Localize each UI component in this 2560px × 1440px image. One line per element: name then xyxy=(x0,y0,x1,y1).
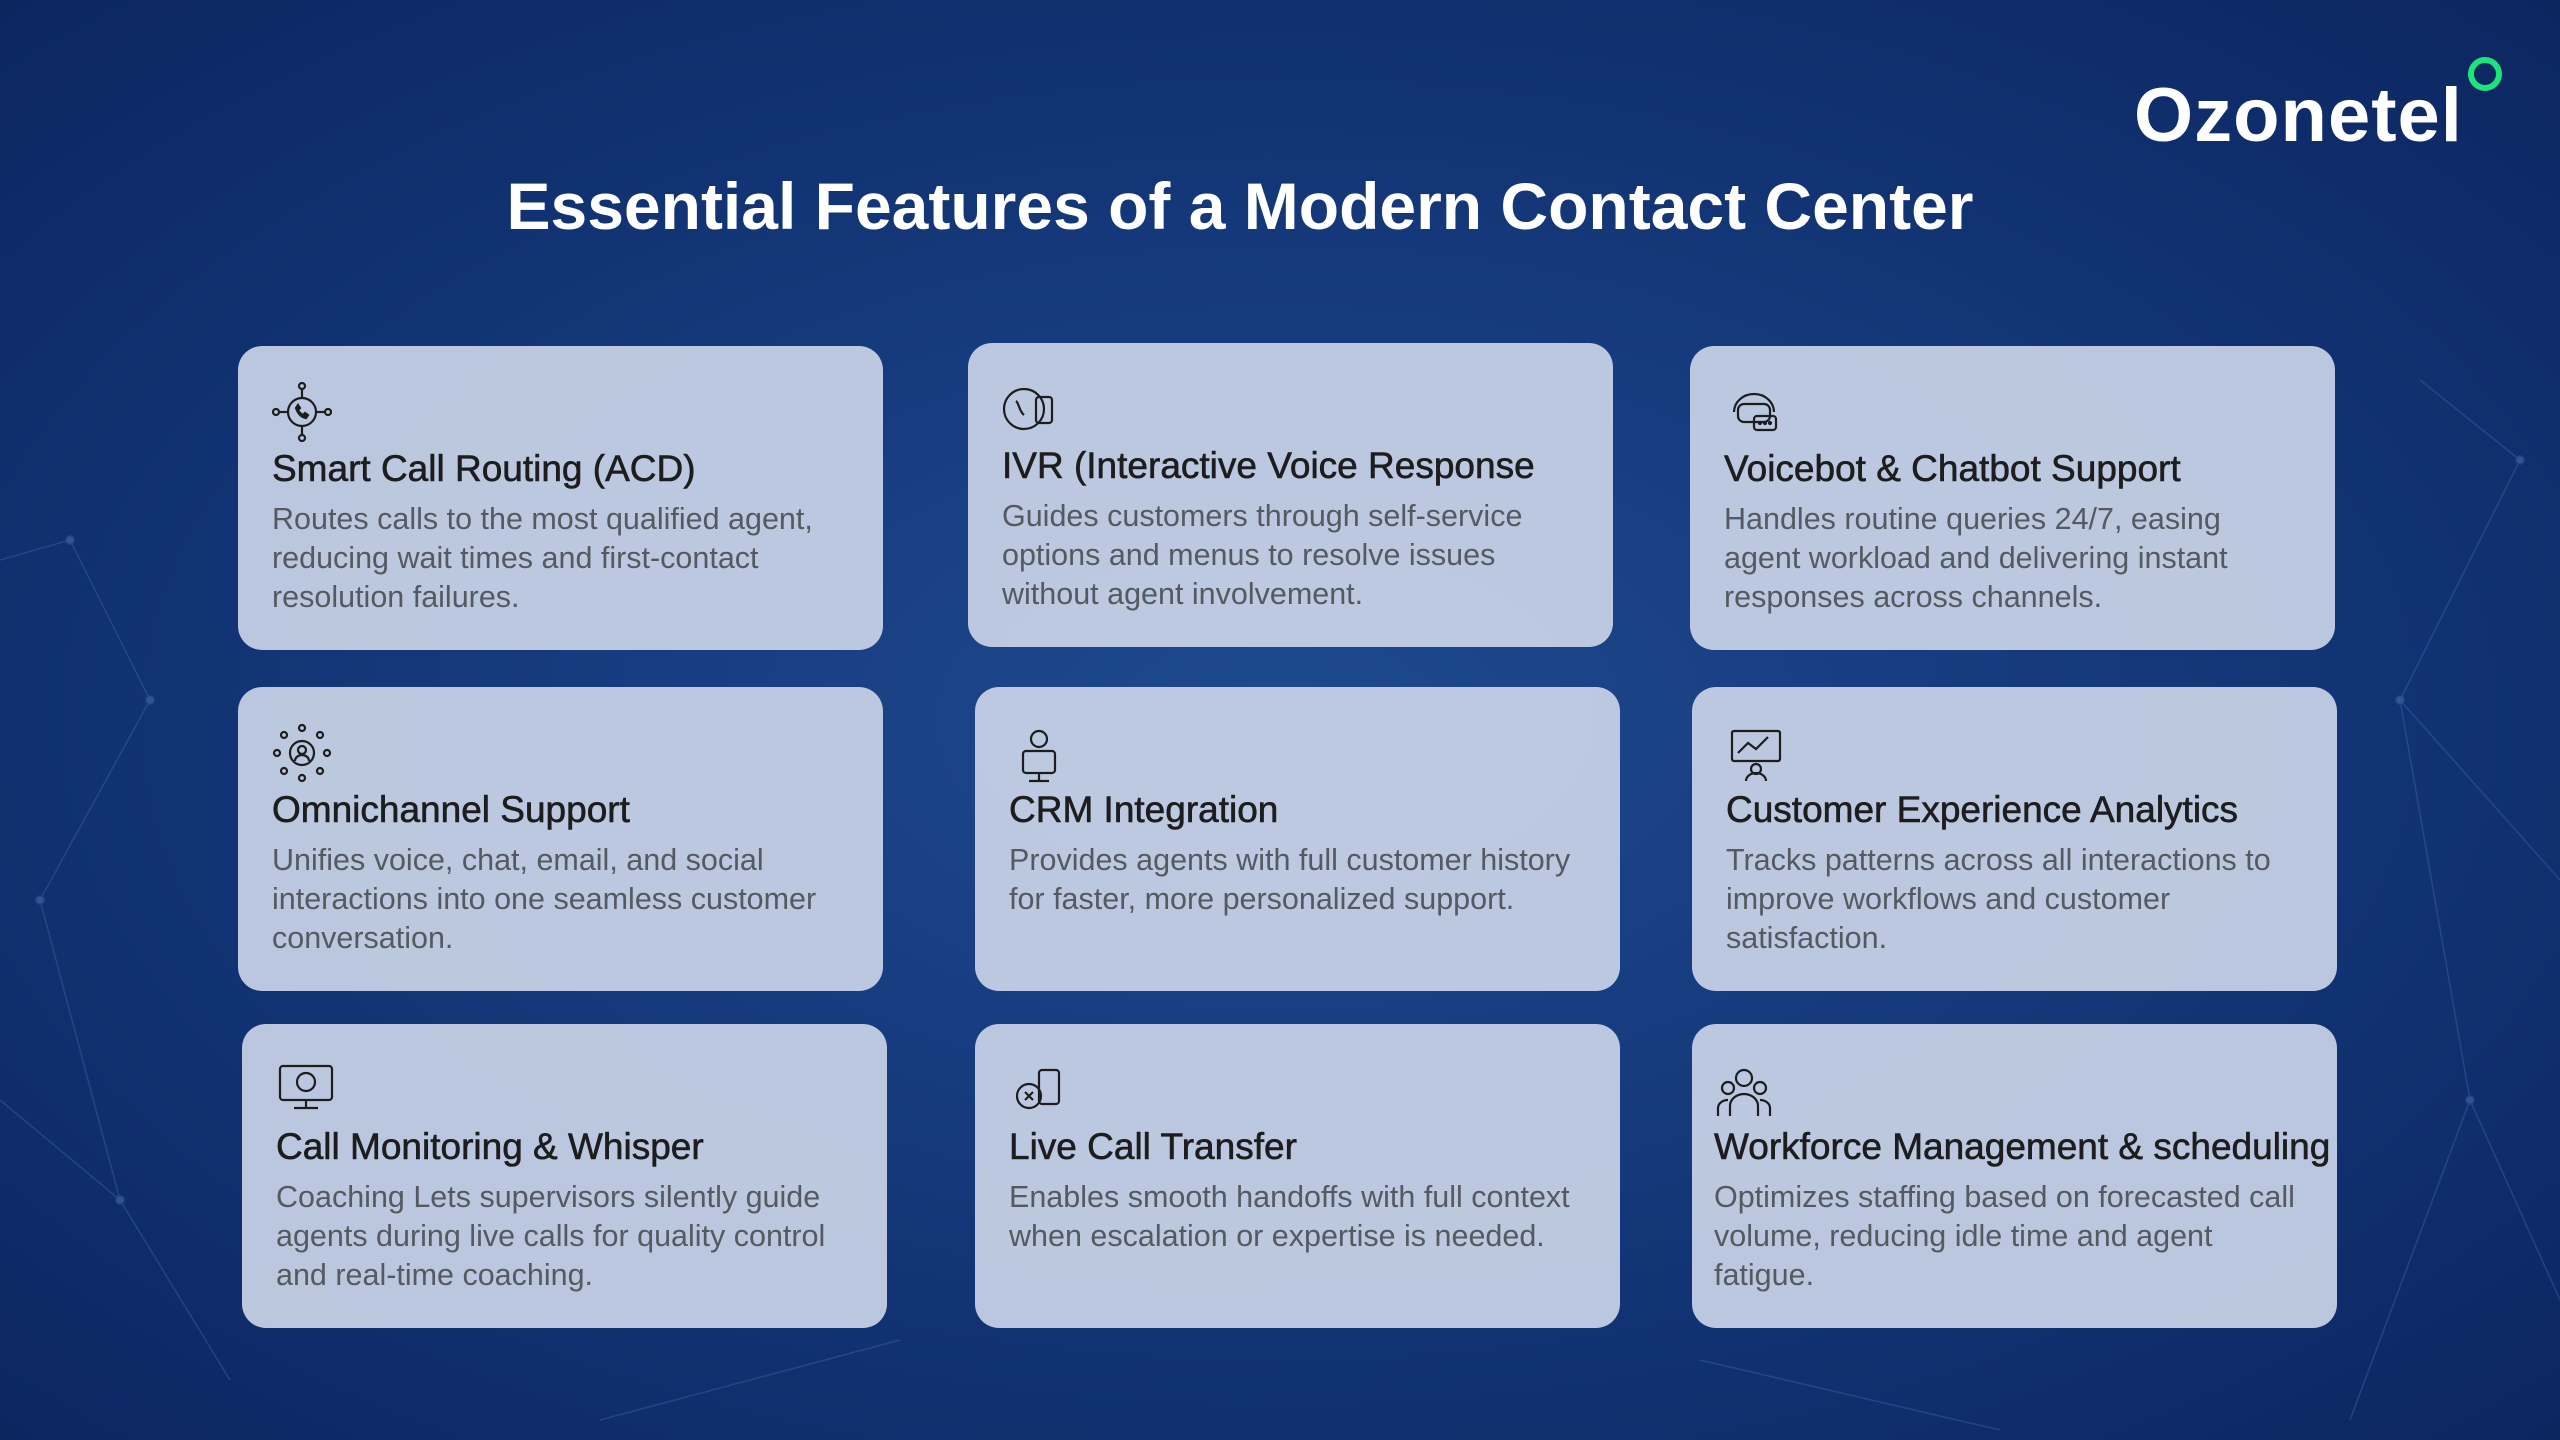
feature-title: Workforce Management & scheduling xyxy=(1714,1126,2331,1168)
feature-title: IVR (Interactive Voice Response xyxy=(1002,445,1535,487)
feature-title: Voicebot & Chatbot Support xyxy=(1724,448,2181,490)
feature-description: Enables smooth handoffs with full contex… xyxy=(1009,1180,1570,1253)
feature-title: Omnichannel Support xyxy=(272,789,630,831)
feature-description: Tracks patterns across all interactions … xyxy=(1726,843,2271,955)
feature-description: Provides agents with full customer histo… xyxy=(1009,843,1571,916)
feature-title: Customer Experience Analytics xyxy=(1726,789,2239,831)
feature-description: Unifies voice, chat, email, and social i… xyxy=(272,843,817,955)
analytics-icon xyxy=(1730,729,1782,782)
feature-title: Live Call Transfer xyxy=(1009,1126,1297,1168)
feature-description: Handles routine queries 24/7, easing age… xyxy=(1724,502,2228,614)
omnichannel-icon xyxy=(272,723,332,783)
workforce-icon xyxy=(1716,1068,1772,1116)
feature-description: Routes calls to the most qualified agent… xyxy=(272,502,813,614)
call-routing-icon xyxy=(272,382,332,442)
feature-description: Guides customers through self-service op… xyxy=(1002,499,1523,611)
chatbot-icon xyxy=(1732,392,1778,432)
call-transfer-icon xyxy=(1015,1068,1061,1110)
ivr-phone-icon xyxy=(1002,387,1054,431)
feature-description: Coaching Lets supervisors silently guide… xyxy=(276,1180,826,1292)
feature-card: Smart Call Routing (ACD) Routes calls to … xyxy=(238,346,883,650)
feature-title: Smart Call Routing (ACD) xyxy=(272,448,696,490)
ozonetel-logo: Ozonetel xyxy=(2134,73,2463,158)
feature-title: CRM Integration xyxy=(1009,789,1279,831)
feature-description: Optimizes staffing based on forecasted c… xyxy=(1714,1180,2295,1292)
feature-title: Call Monitoring & Whisper xyxy=(276,1126,704,1168)
crm-icon xyxy=(1021,729,1057,783)
monitor-call-icon xyxy=(278,1064,334,1110)
page-title: Essential Features of a Modern Contact C… xyxy=(506,169,1974,243)
logo-ring-mark xyxy=(2468,57,2502,91)
